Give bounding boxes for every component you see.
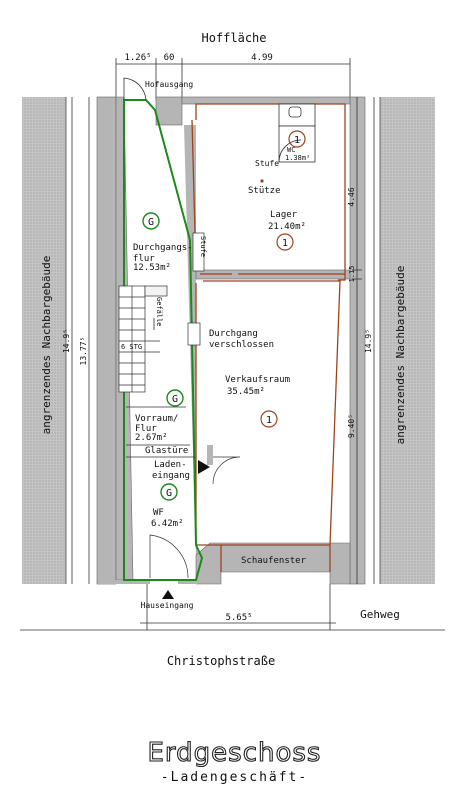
lager-area: 21.40m² — [268, 222, 306, 232]
dim-top-left: 1.26⁵ — [124, 53, 151, 63]
wc-area: 1.38m² — [285, 154, 310, 162]
shop-door-frame — [207, 445, 213, 465]
neighbor-right-label: angrenzendes Nachbargebäude — [394, 266, 407, 445]
dim-top-right: 4.99 — [251, 53, 273, 63]
vorraum-line2: Flur — [135, 424, 157, 434]
durchgang-line2: verschlossen — [209, 340, 274, 350]
unit-badge-vestibule-text: G — [172, 394, 178, 405]
durchgangsflur-line2: flur — [133, 254, 155, 264]
house-entrance-arrow-icon — [162, 590, 174, 599]
left-dimension-lines — [71, 97, 90, 584]
unit-badge-lager — [276, 233, 294, 251]
neighbor-wall-left — [22, 97, 66, 584]
vorraum-area: 2.67m² — [135, 433, 168, 443]
gefaelle-label: Gefälle — [155, 297, 163, 327]
durchgang-line1: Durchgang — [209, 329, 258, 339]
verkaufsraum-name: Verkaufsraum — [225, 375, 290, 385]
plan-title: Erdgeschoss — [147, 737, 322, 768]
entrance-arrow-icon — [198, 460, 210, 474]
right-dimension-lines — [352, 97, 375, 584]
bottom-dimension-line — [140, 584, 336, 630]
stair-steps-label: 6 STG — [121, 343, 142, 351]
wf-name: WF — [153, 508, 164, 518]
dim-bottom: 5.65⁵ — [225, 613, 252, 623]
vorraum-line1: Vorraum/ — [135, 414, 178, 424]
sidewalk-label: Gehweg — [360, 608, 400, 621]
main-entrance-door — [149, 534, 189, 579]
unit-badge-lager-text: 1 — [282, 238, 288, 249]
hallway-unit-outline — [123, 99, 204, 581]
unit-badge-vestibule — [166, 389, 184, 407]
courtyard-door — [123, 77, 147, 101]
dim-left-inner: 13.77⁵ — [79, 337, 88, 366]
unit-badge-wf-text: G — [166, 488, 172, 499]
shop-entrance-door — [212, 456, 241, 485]
unit-badge-sales-text: 1 — [266, 415, 272, 426]
dim-right-lower: 9.40⁵ — [347, 414, 356, 438]
dim-right-mid: 1.15 — [348, 266, 356, 283]
wc-label: WC — [287, 146, 295, 154]
ladeneingang-line1: Laden- — [154, 460, 187, 470]
top-dimension-line — [115, 58, 351, 100]
wf-area: 6.42m² — [151, 519, 184, 529]
plan-title-block: Erdgeschoss -Ladengeschäft- — [0, 737, 469, 785]
unit-badge-wc — [288, 130, 306, 148]
hauseingang-label: Hauseingang — [141, 601, 194, 610]
neighbor-left-label: angrenzendes Nachbargebäude — [40, 256, 53, 435]
stufe-top-label: Stufe — [255, 159, 279, 168]
sealed-passage — [187, 322, 201, 346]
stuetze-label: Stütze — [248, 186, 281, 196]
support-column-dot — [260, 179, 264, 183]
lager-name: Lager — [270, 210, 298, 220]
schaufenster-label: Schaufenster — [241, 556, 307, 566]
durchgangsflur-line1: Durchgangs- — [133, 243, 193, 253]
glastuere-label: Glastüre — [145, 446, 188, 456]
unit-badge-sales — [260, 410, 278, 428]
plan-subtitle: -Ladengeschäft- — [160, 770, 309, 785]
staircase — [118, 285, 168, 393]
unit-badge-wf — [160, 483, 178, 501]
wc-room — [278, 103, 316, 163]
unit-badge-corridor — [142, 212, 160, 230]
stufe-side-label: Stufe — [199, 236, 207, 257]
neighbor-wall-right — [380, 97, 435, 584]
dim-top-mid: 60 — [164, 53, 175, 63]
dim-left-outer: 14.9⁵ — [62, 329, 71, 353]
dim-right-upper: 4.46 — [347, 187, 356, 206]
ladeneingang-line2: eingang — [152, 471, 190, 481]
street-label: Christophstraße — [167, 654, 275, 668]
step-side — [192, 232, 205, 272]
unit-badge-corridor-text: G — [148, 217, 154, 228]
unit-badge-wc-text: 1 — [294, 135, 300, 146]
dim-right-outer: 14.9⁵ — [364, 329, 373, 353]
verkaufsraum-area: 35.45m² — [227, 387, 265, 397]
durchgangsflur-area: 12.53m² — [133, 263, 171, 273]
hofausgang-label: Hofausgang — [145, 80, 193, 89]
courtyard-label: Hoffläche — [201, 31, 266, 45]
